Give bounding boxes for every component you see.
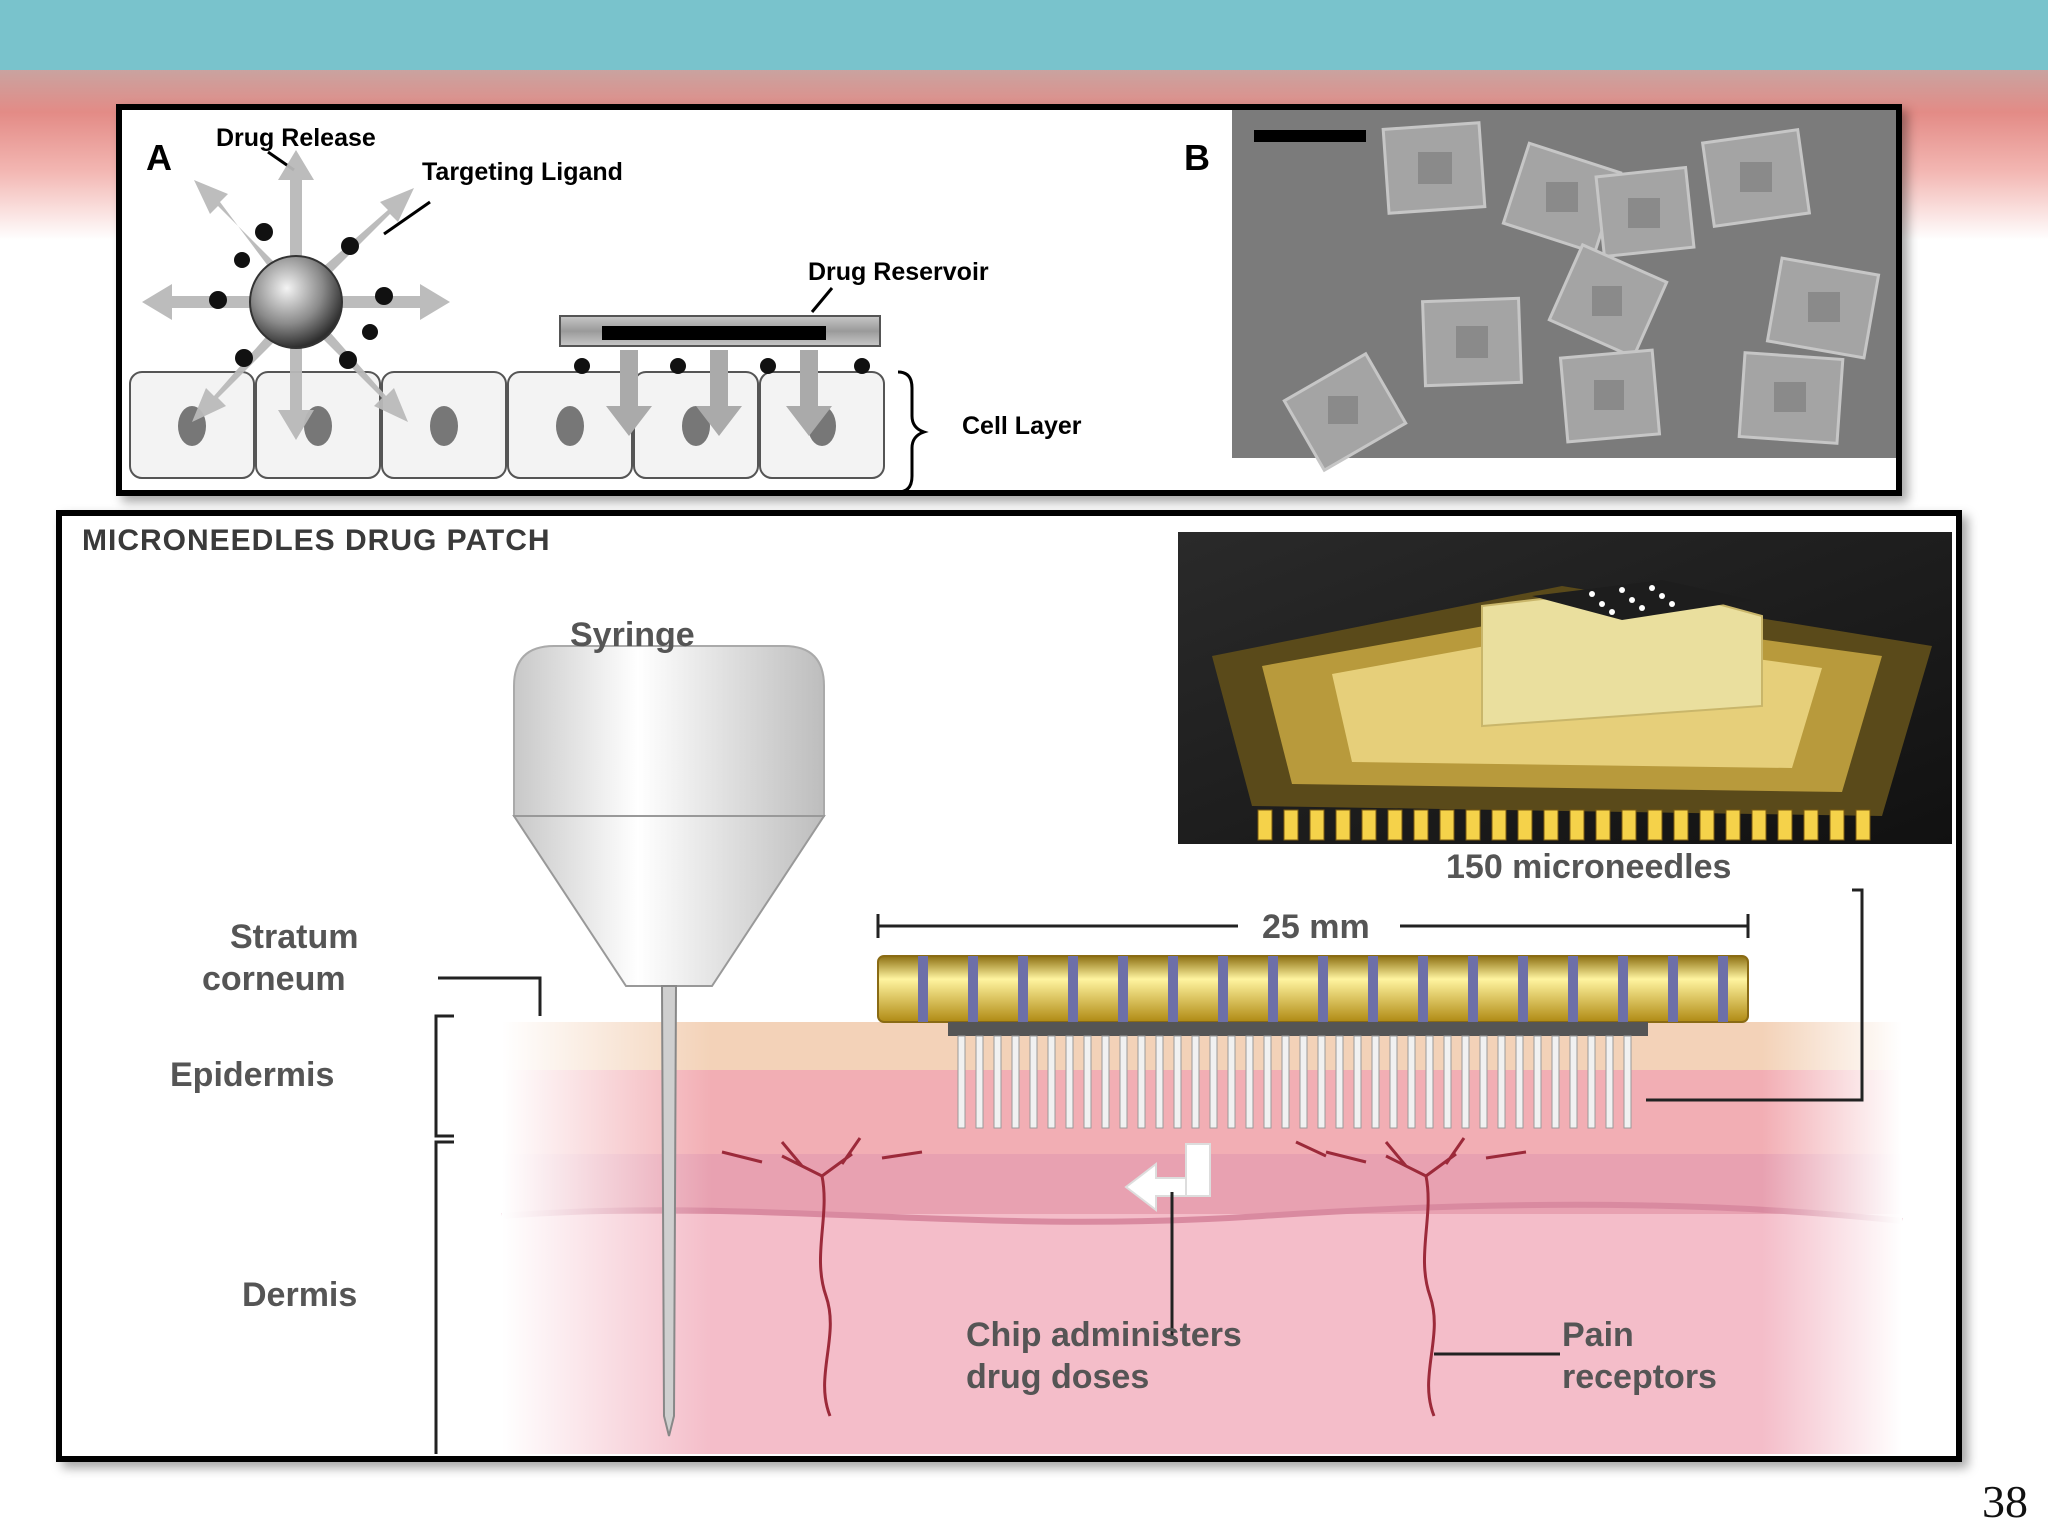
drug-delivery-figure: A Drug Release Targeting Ligand Drug Res… bbox=[116, 104, 1902, 496]
syringe bbox=[512, 645, 826, 1437]
cell-layer bbox=[129, 371, 885, 479]
cell-layer-brace bbox=[897, 370, 929, 494]
figure-title: MICRONEEDLES DRUG PATCH bbox=[82, 524, 551, 557]
microneedles-label: 150 microneedles bbox=[1446, 848, 1731, 886]
scale-bar bbox=[1254, 130, 1366, 142]
chip-label-line2: drug doses bbox=[966, 1358, 1149, 1396]
stratum-label-line1: Stratum bbox=[230, 918, 358, 956]
epidermis-label: Epidermis bbox=[170, 1056, 334, 1094]
width-label: 25 mm bbox=[1262, 908, 1370, 946]
cell-layer-label: Cell Layer bbox=[962, 412, 1082, 440]
pain-label-line2: receptors bbox=[1562, 1358, 1717, 1396]
microneedle-patch-figure: MICRONEEDLES DRUG PATCH Syringe Stratum … bbox=[56, 510, 1962, 1462]
microneedles-pointer bbox=[1646, 888, 1864, 1102]
microneedle-patch-diagram: MICRONEEDLES DRUG PATCH Syringe Stratum … bbox=[82, 524, 1952, 1456]
drug-delivery-diagram: A Drug Release Targeting Ligand Drug Res… bbox=[129, 110, 1896, 494]
drug-reservoir-label: Drug Reservoir bbox=[808, 258, 989, 286]
slide-header-bar bbox=[0, 0, 2048, 70]
microneedle-patch bbox=[877, 955, 1749, 1129]
stratum-label-line2: corneum bbox=[202, 960, 346, 998]
epidermis-bracket bbox=[434, 1014, 454, 1138]
pain-receptors bbox=[721, 1137, 1527, 1417]
dermis-bracket bbox=[434, 1140, 454, 1454]
chip-label-line1: Chip administers bbox=[966, 1316, 1242, 1354]
targeting-ligand-pointer bbox=[383, 200, 431, 236]
drug-release-label: Drug Release bbox=[216, 124, 376, 152]
drug-reservoir-core bbox=[602, 326, 826, 340]
pain-label-line1: Pain bbox=[1562, 1316, 1634, 1354]
ligands bbox=[209, 223, 393, 369]
reservoir-release-arrows bbox=[606, 350, 832, 436]
width-dimension bbox=[876, 914, 1750, 938]
reservoir-ligands bbox=[574, 358, 870, 374]
microparticle-wells bbox=[1328, 152, 1840, 424]
microchip-photo bbox=[1178, 532, 1952, 844]
syringe-label: Syringe bbox=[570, 616, 695, 654]
dermis-label: Dermis bbox=[242, 1276, 357, 1314]
nanoparticle bbox=[249, 255, 343, 349]
panel-b-letter: B bbox=[1184, 137, 1210, 178]
stratum-pointer bbox=[438, 976, 542, 1016]
page-number: 38 bbox=[1982, 1476, 2028, 1527]
targeting-ligand-label: Targeting Ligand bbox=[422, 158, 623, 186]
panel-a-letter: A bbox=[146, 137, 172, 178]
drug-flow-arrow-stem bbox=[1185, 1143, 1211, 1197]
drug-reservoir-pointer bbox=[810, 287, 834, 313]
